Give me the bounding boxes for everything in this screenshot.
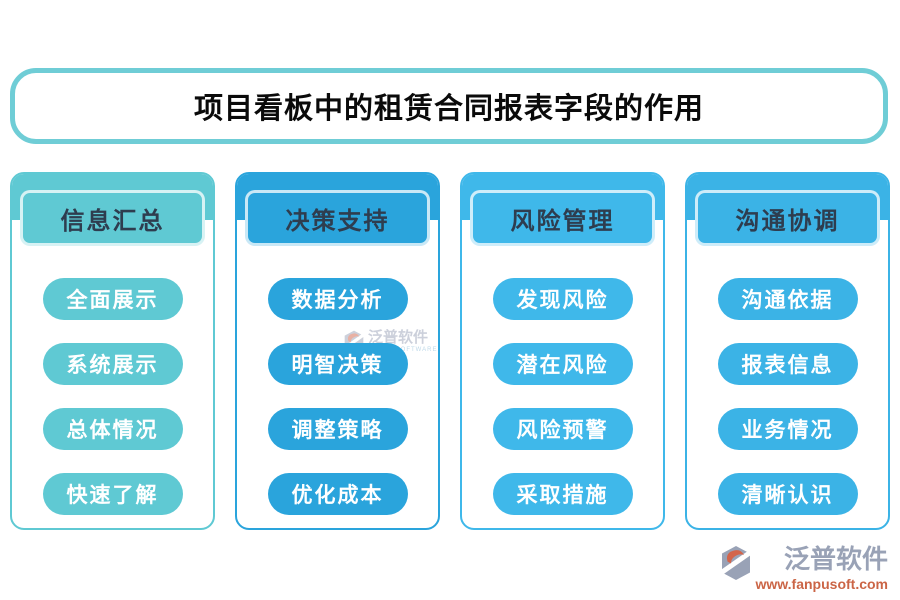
list-item-label: 沟通依据 [741,289,834,312]
column-header-label: 风险管理 [510,207,615,235]
title-box: 项目看板中的租赁合同报表字段的作用 [10,68,888,144]
list-item: 采取措施 [492,473,633,515]
list-item-label: 调整策略 [291,419,384,442]
list-item: 业务情况 [717,408,858,450]
list-item: 潜在风险 [492,343,633,385]
column-header-label: 沟通协调 [735,207,840,235]
list-item: 沟通依据 [717,278,858,320]
column-header-communication: 沟通协调 [695,190,880,246]
column-card-risk-management: 风险管理 发现风险 潜在风险 风险预警 采取措施 [460,172,665,530]
list-item-label: 优化成本 [291,484,384,507]
list-item: 全面展示 [42,278,183,320]
column-header-risk-management: 风险管理 [470,190,655,246]
list-item: 清晰认识 [717,473,858,515]
list-item: 系统展示 [42,343,183,385]
list-item: 风险预警 [492,408,633,450]
list-item: 数据分析 [267,278,408,320]
list-item-label: 清晰认识 [741,484,834,507]
list-item-label: 潜在风险 [516,354,609,377]
brand-url: www.fanpusoft.com [755,575,888,592]
list-item-label: 发现风险 [516,289,609,312]
list-item-label: 快速了解 [66,484,159,507]
column-header-label: 决策支持 [285,207,390,235]
list-item: 总体情况 [42,408,183,450]
list-item: 发现风险 [492,278,633,320]
list-item-label: 数据分析 [291,289,384,312]
column-card-info-summary: 信息汇总 全面展示 系统展示 总体情况 快速了解 [10,172,215,530]
fanpu-logo-icon [719,546,752,580]
list-item: 调整策略 [267,408,408,450]
list-item-label: 总体情况 [66,419,159,442]
list-item-label: 系统展示 [66,354,159,377]
list-item-label: 采取措施 [516,484,609,507]
list-item-label: 全面展示 [66,289,159,312]
list-item-label: 业务情况 [741,419,834,442]
brand-name: 泛普软件 [783,544,888,574]
column-header-decision-support: 决策支持 [245,190,430,246]
footer-logo: 泛普软件 www.fanpusoft.com [719,544,888,592]
list-item: 优化成本 [267,473,408,515]
columns-row: 信息汇总 全面展示 系统展示 总体情况 快速了解 泛普软件 FANPU SOFT… [10,172,890,530]
list-item-label: 报表信息 [741,354,834,377]
page-title: 项目看板中的租赁合同报表字段的作用 [193,93,704,125]
list-item: 报表信息 [717,343,858,385]
column-card-decision-support: 泛普软件 FANPU SOFTWARE 决策支持 数据分析 明智决策 调整策略 … [235,172,440,530]
list-item-label: 风险预警 [516,419,609,442]
list-item: 明智决策 [267,343,408,385]
list-item: 快速了解 [42,473,183,515]
column-header-label: 信息汇总 [60,207,165,235]
column-card-communication: 沟通协调 沟通依据 报表信息 业务情况 清晰认识 [685,172,890,530]
list-item-label: 明智决策 [291,354,384,377]
column-header-info-summary: 信息汇总 [20,190,205,246]
